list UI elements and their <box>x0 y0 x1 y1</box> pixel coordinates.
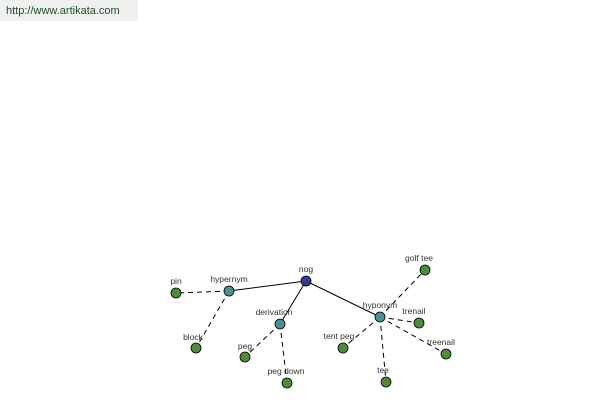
node-derivation[interactable]: derivation <box>256 307 293 330</box>
edge-hyponym-treenail <box>379 316 447 355</box>
node-hyponym[interactable]: hyponym <box>363 300 398 323</box>
edge-derivation-peg <box>244 323 281 358</box>
node-peg-down-label: peg down <box>268 366 305 376</box>
edge-hyponym-tee <box>379 316 387 383</box>
edge-hypernym-pin <box>175 290 230 294</box>
node-peg-down[interactable]: peg down <box>268 366 305 389</box>
node-hyponym-marker[interactable] <box>374 311 386 323</box>
node-root-marker[interactable] <box>300 275 312 287</box>
node-peg[interactable]: peg <box>238 341 252 363</box>
edge-root-derivation <box>279 280 307 325</box>
node-golf-tee-marker[interactable] <box>419 264 431 276</box>
node-block-marker[interactable] <box>190 342 202 354</box>
node-pin-label: pin <box>170 276 182 286</box>
edge-hypernym-block <box>195 290 230 349</box>
node-trenail-1-marker[interactable] <box>413 317 425 329</box>
node-derivation-label: derivation <box>256 307 293 317</box>
node-trenail-1-label: trenail <box>402 306 425 316</box>
node-root[interactable]: nog <box>299 264 313 287</box>
site-url-link[interactable]: http://www.artikata.com <box>0 0 138 21</box>
edge-root-hypernym <box>228 280 307 292</box>
node-pin[interactable]: pin <box>170 276 182 299</box>
node-hypernym[interactable]: hypernym <box>210 274 248 297</box>
node-block-label: block <box>183 332 204 342</box>
node-treenail-marker[interactable] <box>440 348 452 360</box>
node-root-label: nog <box>299 264 313 274</box>
node-tent-peg[interactable]: tent peg <box>324 331 355 354</box>
node-golf-tee[interactable]: golf tee <box>405 253 433 276</box>
node-peg-label: peg <box>238 341 252 351</box>
node-hyponym-label: hyponym <box>363 300 398 310</box>
node-block[interactable]: block <box>183 332 204 354</box>
edge-hyponym-golf-tee <box>379 269 426 318</box>
node-derivation-marker[interactable] <box>274 318 286 330</box>
node-treenail-label: treenail <box>427 337 455 347</box>
node-tee[interactable]: tee <box>377 365 392 388</box>
edge-hyponym-tent-peg <box>342 316 381 349</box>
node-tee-label: tee <box>377 365 389 375</box>
edge-derivation-peg-down <box>279 323 288 384</box>
nodes-layer: nog hypernym derivation hyponym pin block peg p… <box>170 253 455 389</box>
node-tee-marker[interactable] <box>380 376 392 388</box>
node-hypernym-marker[interactable] <box>223 285 235 297</box>
node-peg-marker[interactable] <box>239 351 251 363</box>
node-pin-marker[interactable] <box>170 287 182 299</box>
node-tent-peg-label: tent peg <box>324 331 355 341</box>
node-trenail-1[interactable]: trenail <box>402 306 426 329</box>
node-peg-down-marker[interactable] <box>281 377 293 389</box>
node-golf-tee-label: golf tee <box>405 253 433 263</box>
edges-layer <box>175 269 447 384</box>
node-tent-peg-marker[interactable] <box>337 342 349 354</box>
edge-hyponym-trenail-1 <box>379 316 420 324</box>
node-hypernym-label: hypernym <box>210 274 247 284</box>
node-treenail[interactable]: treenail <box>427 337 455 360</box>
edge-root-hyponym <box>305 280 381 318</box>
